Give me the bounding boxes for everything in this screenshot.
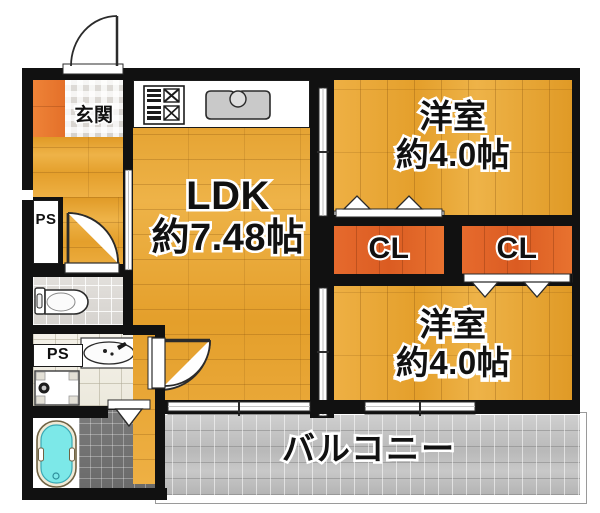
wall-toilet-washroom bbox=[33, 325, 155, 334]
balcony-floor bbox=[158, 415, 580, 495]
room-bottom-label-overlay: 洋室 約4.0帖 bbox=[393, 305, 512, 382]
ldk-area: 約7.48帖 bbox=[149, 216, 306, 261]
toilet-icon bbox=[34, 287, 89, 315]
pipe-shaft-upper-label-overlay: PS bbox=[35, 211, 57, 228]
room-bottom-name: 洋室 bbox=[417, 307, 489, 346]
room-top-label: 洋室 約4.0帖 bbox=[334, 97, 572, 174]
kitchen-sink-icon bbox=[205, 90, 271, 120]
washing-machine-pan-icon bbox=[34, 370, 80, 406]
room-bottom-floor bbox=[334, 286, 572, 418]
genkan-label-overlay: 玄関 bbox=[73, 104, 115, 127]
closet-top-door-overlay[interactable] bbox=[335, 195, 443, 218]
ldk-name-overlay: LDK bbox=[184, 173, 272, 220]
toilet-door-overlay[interactable] bbox=[63, 206, 123, 274]
bathroom-door-overlay[interactable] bbox=[107, 399, 151, 428]
room-bottom-label: 洋室 約4.0帖 bbox=[334, 307, 572, 384]
balcony-label-overlay: バルコニー bbox=[279, 429, 457, 468]
entrance-door-icon[interactable] bbox=[62, 8, 124, 75]
genkan-label: 玄関 bbox=[73, 103, 115, 126]
wall-washroom-bath bbox=[33, 406, 108, 418]
room-bottom-area: 約4.0帖 bbox=[393, 345, 512, 384]
pipe-shaft-lower-overlay bbox=[33, 344, 83, 367]
ldk-name: LDK bbox=[184, 173, 272, 220]
hall-left-notch bbox=[22, 190, 33, 200]
closet-bottom-label: CL bbox=[495, 231, 540, 266]
closet-top bbox=[334, 226, 444, 274]
ldk-room-top-door-overlay[interactable] bbox=[317, 87, 329, 217]
closet-bottom-door-overlay[interactable] bbox=[463, 273, 571, 298]
hallway-floor bbox=[33, 137, 123, 197]
wall-washroom-ldk-top bbox=[123, 325, 165, 335]
pipe-shaft-upper-overlay bbox=[33, 200, 59, 264]
hall-ldk-sliding-door-icon[interactable] bbox=[123, 169, 134, 271]
closet-top-label-overlay: CL bbox=[367, 231, 412, 266]
balcony-window-ldk-overlay[interactable] bbox=[167, 401, 311, 413]
closet-bottom bbox=[462, 226, 572, 274]
shoe-cabinet bbox=[33, 80, 65, 137]
closet-bottom-label-overlay: CL bbox=[495, 231, 540, 266]
ldk-area-overlay: 約7.48帖 bbox=[149, 216, 306, 261]
gas-stove-icon bbox=[143, 85, 185, 125]
balcony-label: バルコニー bbox=[279, 429, 457, 468]
wall-bath-bottom bbox=[22, 488, 167, 500]
closet-top-label: CL bbox=[367, 231, 412, 266]
room-top-name: 洋室 bbox=[417, 97, 489, 136]
ldk-label-overlay: LDK 約7.48帖 bbox=[130, 173, 326, 261]
balcony-window-room-overlay[interactable] bbox=[364, 401, 476, 413]
room-top-floor bbox=[334, 80, 572, 215]
washroom-door-overlay[interactable] bbox=[151, 336, 214, 396]
bathtub-icon bbox=[34, 418, 79, 490]
wall-between-closets bbox=[444, 215, 462, 286]
room-top-label-overlay: 洋室 約4.0帖 bbox=[393, 97, 512, 174]
ldk-room-bottom-door-overlay[interactable] bbox=[317, 287, 329, 417]
pipe-shaft-lower-label-overlay: PS bbox=[46, 346, 70, 363]
ldk-label: LDK 約7.48帖 bbox=[133, 173, 323, 261]
room-top-area: 約4.0帖 bbox=[393, 135, 512, 174]
